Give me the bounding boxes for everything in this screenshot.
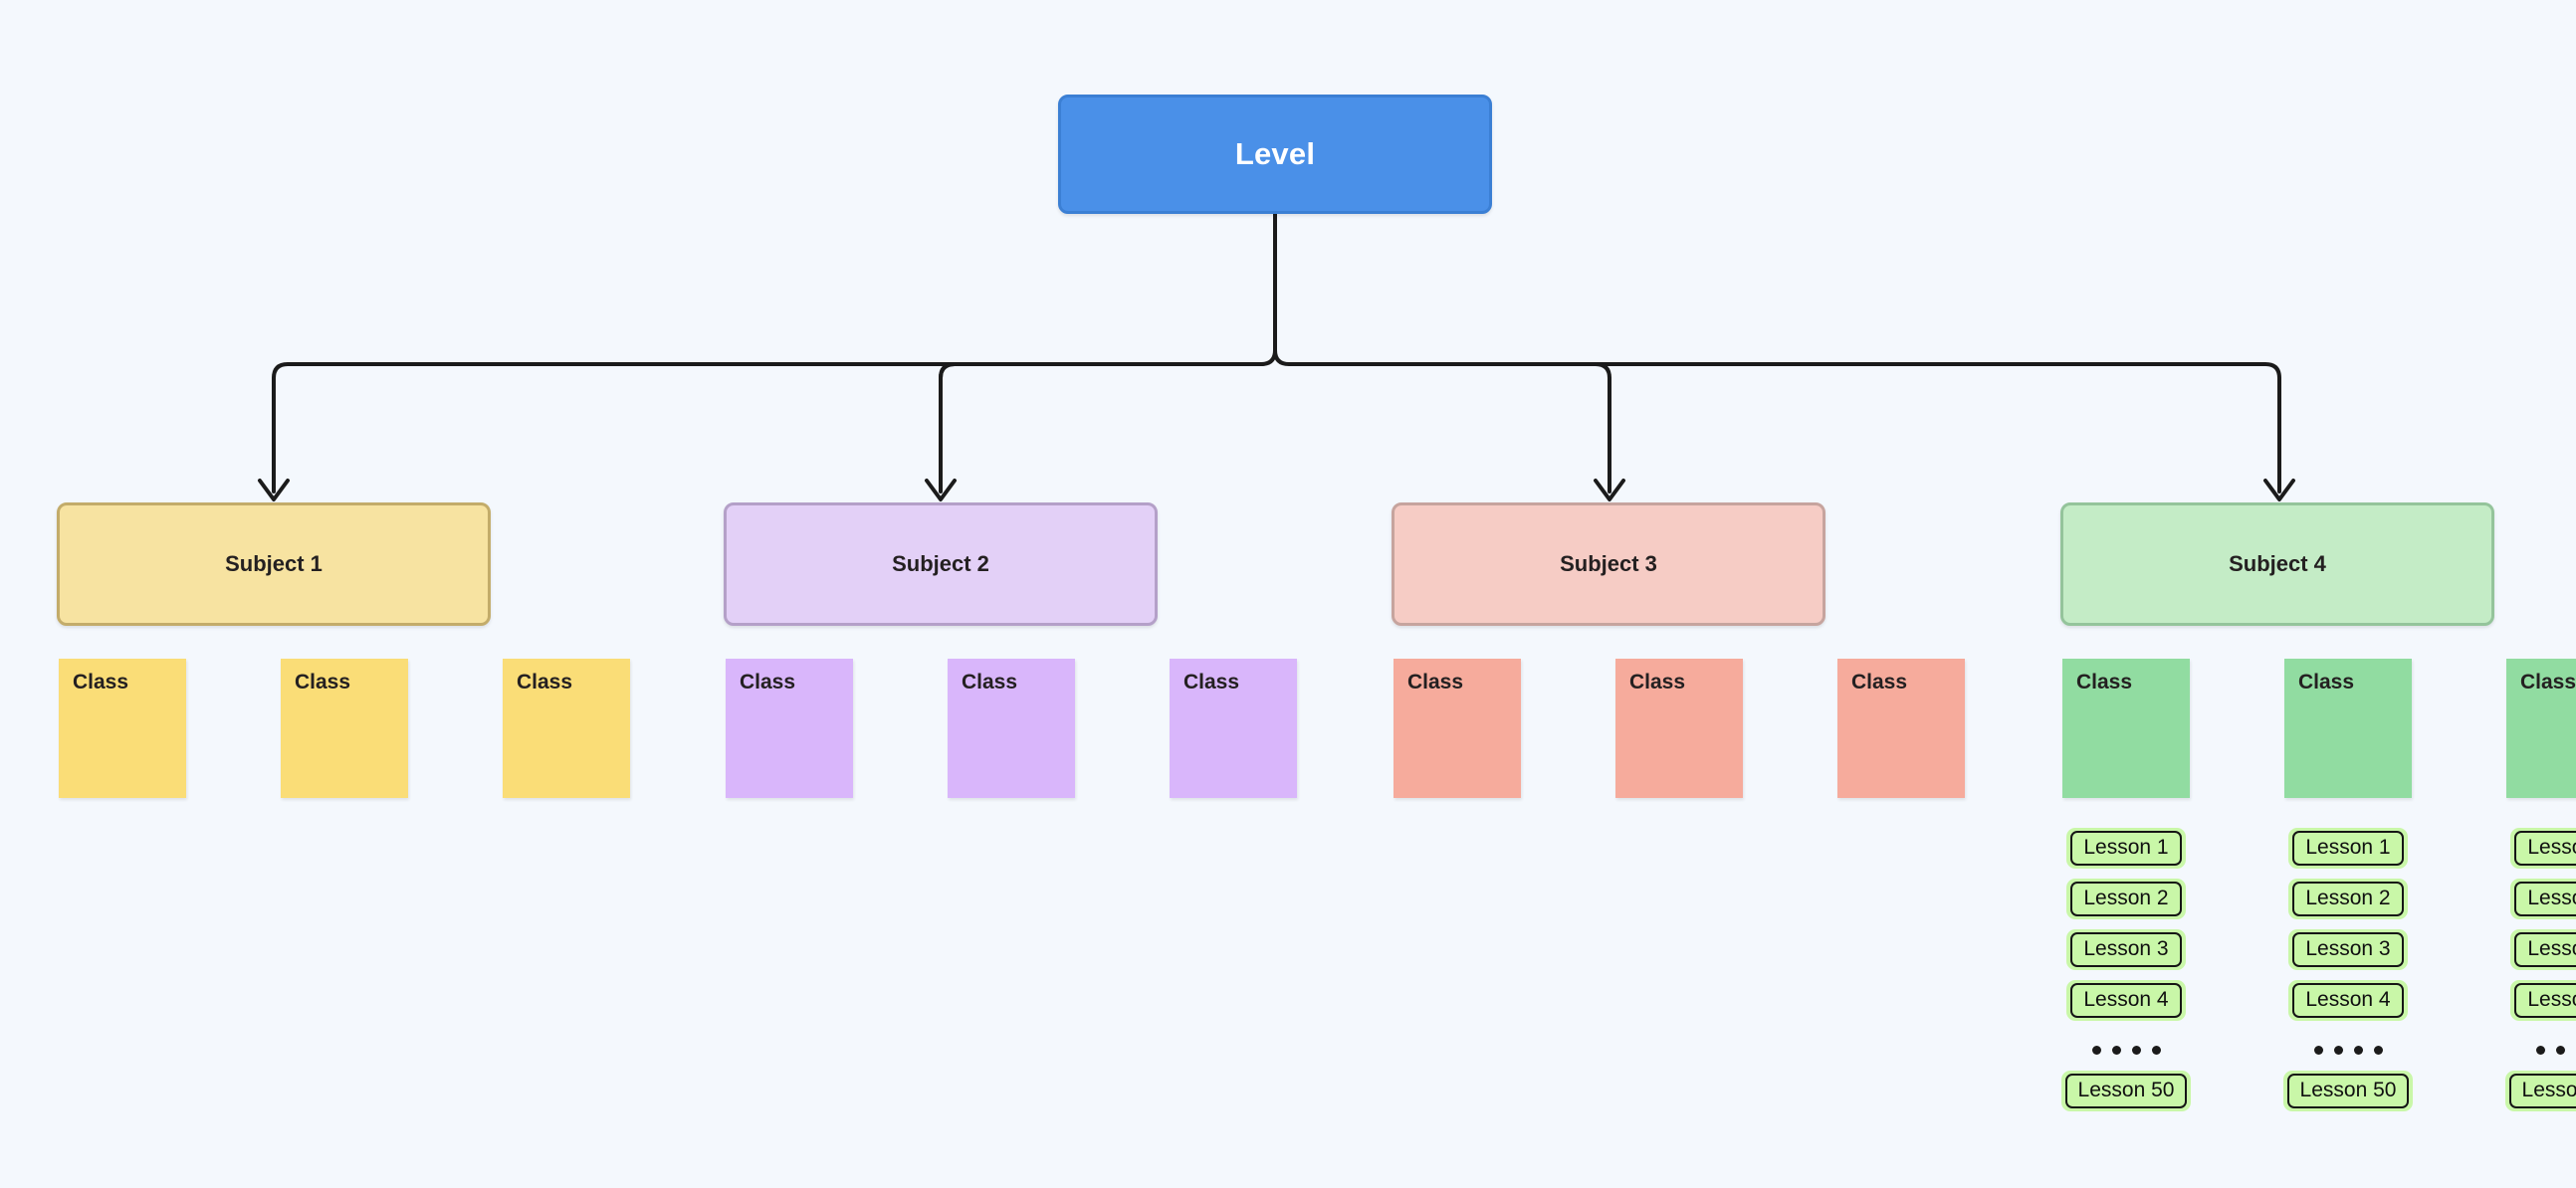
node-class[interactable]: Class [59, 659, 186, 798]
node-lesson[interactable]: Lesson 50 [2060, 1071, 2192, 1112]
node-class-label: Class [1629, 671, 1686, 693]
node-lesson-label: Lesson 3 [2070, 932, 2182, 968]
ellipsis-dot [2373, 1045, 2383, 1055]
edge-bus-corner-subject-2 [939, 362, 957, 380]
node-class-label: Class [1183, 671, 1240, 693]
edge-root-trunk-right [1273, 212, 2281, 470]
node-level[interactable]: Level [1058, 95, 1492, 214]
class-row-subject-3: Class Class Class [1394, 659, 1965, 798]
node-lesson[interactable]: Lesson 2 [2288, 879, 2408, 920]
lesson-ellipsis-dots [2313, 1031, 2383, 1069]
ellipsis-dot [2313, 1045, 2323, 1055]
node-subject-1[interactable]: Subject 1 [57, 502, 491, 626]
node-subject-label: Subject 4 [2229, 551, 2326, 576]
ellipsis-dot [2111, 1045, 2121, 1055]
ellipsis-dot [2333, 1045, 2343, 1055]
lesson-ellipsis-dots [2535, 1031, 2576, 1069]
node-class[interactable]: Class [1615, 659, 1743, 798]
arrowhead-subject-3 [1594, 479, 1625, 501]
node-class-label: Class [740, 671, 796, 693]
node-level-label: Level [1234, 136, 1316, 171]
node-lesson[interactable]: Lesson 1 [2510, 828, 2576, 870]
node-subject-label: Subject 1 [225, 551, 322, 576]
node-lesson-label: Lesson 50 [2064, 1074, 2188, 1109]
ellipsis-dot [2535, 1045, 2545, 1055]
arrowhead-subject-4 [2263, 479, 2295, 501]
node-class[interactable]: Class [2284, 659, 2412, 798]
node-class-label: Class [1407, 671, 1464, 693]
node-lesson-label: Lesson 4 [2292, 983, 2404, 1019]
node-lesson[interactable]: Lesson 3 [2066, 929, 2186, 971]
ellipsis-dot [2131, 1045, 2141, 1055]
class-row-subject-1: Class Class Class [59, 659, 630, 798]
node-subject-label: Subject 3 [1560, 551, 1657, 576]
edge-root-trunk-left [272, 212, 1277, 470]
edge-bus-to-subject-3 [1594, 362, 1611, 470]
lesson-ellipsis-dots [2091, 1031, 2161, 1069]
node-lesson[interactable]: Lesson 3 [2510, 929, 2576, 971]
node-class-label: Class [962, 671, 1018, 693]
node-lesson-label: Lesson 4 [2514, 983, 2576, 1019]
node-class[interactable]: Class [281, 659, 408, 798]
node-class[interactable]: Class [1394, 659, 1521, 798]
ellipsis-dot [2555, 1045, 2565, 1055]
node-lesson-label: Lesson 50 [2508, 1074, 2576, 1109]
arrowhead-subject-2 [925, 479, 957, 501]
node-lesson-label: Lesson 1 [2070, 831, 2182, 867]
arrowhead-subject-1 [258, 479, 290, 501]
node-lesson-label: Lesson 1 [2292, 831, 2404, 867]
node-lesson-label: Lesson 3 [2514, 932, 2576, 968]
node-lesson[interactable]: Lesson 50 [2282, 1071, 2414, 1112]
lesson-column: Lesson 1 Lesson 2 Lesson 3 Lesson 4 Lesson 5… [2461, 828, 2576, 1121]
node-lesson[interactable]: Lesson 3 [2288, 929, 2408, 971]
node-subject-label: Subject 2 [892, 551, 989, 576]
node-class-label: Class [2076, 671, 2133, 693]
node-class[interactable]: Class [503, 659, 630, 798]
node-lesson[interactable]: Lesson 2 [2066, 879, 2186, 920]
node-lesson-label: Lesson 2 [2292, 882, 2404, 917]
node-subject-4[interactable]: Subject 4 [2060, 502, 2494, 626]
node-lesson[interactable]: Lesson 2 [2510, 879, 2576, 920]
node-class-label: Class [1851, 671, 1908, 693]
node-lesson[interactable]: Lesson 1 [2066, 828, 2186, 870]
node-lesson-label: Lesson 3 [2292, 932, 2404, 968]
node-lesson[interactable]: Lesson 4 [2066, 980, 2186, 1022]
node-class-label: Class [2520, 671, 2576, 693]
node-class[interactable]: Class [726, 659, 853, 798]
lesson-column: Lesson 1 Lesson 2 Lesson 3 Lesson 4 Lesson 5… [2239, 828, 2458, 1121]
ellipsis-dot [2353, 1045, 2363, 1055]
node-class-label: Class [517, 671, 573, 693]
class-row-subject-4: Class Class Class [2062, 659, 2576, 798]
node-lesson-label: Lesson 1 [2514, 831, 2576, 867]
node-class-label: Class [2298, 671, 2355, 693]
node-class-label: Class [295, 671, 351, 693]
edge-bus-to-subject-2 [939, 362, 957, 470]
node-lesson-label: Lesson 4 [2070, 983, 2182, 1019]
node-class[interactable]: Class [1837, 659, 1965, 798]
node-class[interactable]: Class [2062, 659, 2190, 798]
node-lesson-label: Lesson 50 [2286, 1074, 2410, 1109]
node-lesson-label: Lesson 2 [2514, 882, 2576, 917]
node-subject-3[interactable]: Subject 3 [1392, 502, 1825, 626]
node-lesson[interactable]: Lesson 50 [2504, 1071, 2576, 1112]
node-lesson[interactable]: Lesson 4 [2288, 980, 2408, 1022]
node-subject-2[interactable]: Subject 2 [724, 502, 1158, 626]
node-lesson-label: Lesson 2 [2070, 882, 2182, 917]
lesson-column: Lesson 1 Lesson 2 Lesson 3 Lesson 4 Lesson 5… [2017, 828, 2236, 1121]
ellipsis-dot [2151, 1045, 2161, 1055]
node-lesson[interactable]: Lesson 4 [2510, 980, 2576, 1022]
node-class-label: Class [73, 671, 129, 693]
node-class[interactable]: Class [948, 659, 1075, 798]
class-row-subject-2: Class Class Class [726, 659, 1297, 798]
node-class[interactable]: Class [2506, 659, 2576, 798]
node-lesson[interactable]: Lesson 1 [2288, 828, 2408, 870]
node-class[interactable]: Class [1170, 659, 1297, 798]
ellipsis-dot [2091, 1045, 2101, 1055]
